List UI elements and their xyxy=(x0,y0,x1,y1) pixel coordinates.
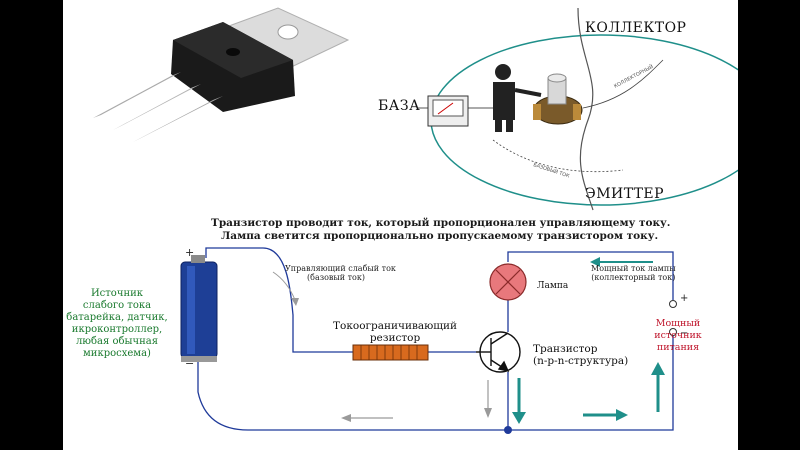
circuit-wires xyxy=(197,247,674,431)
battery-minus-sign: − xyxy=(185,357,195,370)
power-minus-terminal xyxy=(669,328,677,336)
current-arrows xyxy=(272,257,665,424)
control-current-label: Управляющий слабый ток (базовый ток) xyxy=(285,264,396,282)
ammeter-icon xyxy=(427,95,469,127)
weak-source-line-3: батарейка, датчик, xyxy=(66,312,168,323)
power-minus-sign: − xyxy=(680,328,689,339)
power-plus-sign: + xyxy=(680,293,689,304)
resistor-label: Токоограничивающий резистор xyxy=(333,320,457,344)
emitter-label: ЭМИТТЕР xyxy=(585,186,665,202)
analogy-diagram: КОЛЛЕКТОРНЫЙ БАЗОВЫЙ ТОК xyxy=(418,7,738,211)
caption-line-1: Транзистор проводит ток, который пропорц… xyxy=(211,217,671,229)
resistor-line-2: резистор xyxy=(369,332,421,344)
circuit-diagram xyxy=(180,247,677,434)
load-current-line-2: (коллекторный ток) xyxy=(591,273,676,282)
junction-dot xyxy=(504,426,512,434)
lamp-icon xyxy=(489,263,527,301)
resistor-line-1: Токоограничивающий xyxy=(333,320,458,332)
potentiometer-icon xyxy=(533,73,583,125)
weak-source-line-2: слабого тока xyxy=(82,300,152,311)
collector-emitter-line xyxy=(577,7,594,211)
base-label: БАЗА xyxy=(378,98,421,114)
transistor-symbol xyxy=(476,331,521,373)
power-source-line-3: питания xyxy=(656,342,700,353)
power-source-label: Мощный источник питания xyxy=(643,318,713,354)
load-current-line-1: Мощный ток лампы xyxy=(591,264,676,273)
collector-label: КОЛЛЕКТОР xyxy=(585,20,687,36)
transistor-line-2: (n-p-n-структура) xyxy=(533,355,629,367)
weak-source-line-6: микросхема) xyxy=(83,348,151,359)
person-icon xyxy=(493,64,542,132)
transistor-line-1: Транзистор xyxy=(533,343,598,355)
diagram-panel: КОЛЛЕКТОРНЫЙ БАЗОВЫЙ ТОК КОЛЛЕКТОР БАЗА … xyxy=(63,0,738,450)
to220-transistor-image xyxy=(93,7,350,142)
weak-source-battery xyxy=(180,255,218,362)
weak-source-line-1: Источник xyxy=(90,288,144,299)
power-source-line-1: Мощный xyxy=(655,318,701,329)
lamp-label: Лампа xyxy=(537,281,569,291)
control-current-line-2: (базовый ток) xyxy=(307,273,365,282)
weak-source-line-4: икроконтроллер, xyxy=(71,324,163,335)
battery-plus-sign: + xyxy=(185,246,195,259)
weak-source-label: Источник слабого тока батарейка, датчик,… xyxy=(63,288,171,360)
weak-source-line-5: любая обычная xyxy=(75,336,159,347)
resistor-stripes xyxy=(360,345,418,360)
control-current-line-1: Управляющий слабый ток xyxy=(285,264,396,273)
transistor-label: Транзистор (n-p-n-структура) xyxy=(533,343,628,367)
load-current-label: Мощный ток лампы (коллекторный ток) xyxy=(591,264,676,282)
to220-body xyxy=(93,7,350,142)
power-source-line-2: источник xyxy=(654,330,702,341)
caption-line-2: Лампа светится пропорционально пропускае… xyxy=(221,230,659,242)
power-plus-terminal xyxy=(669,300,677,308)
